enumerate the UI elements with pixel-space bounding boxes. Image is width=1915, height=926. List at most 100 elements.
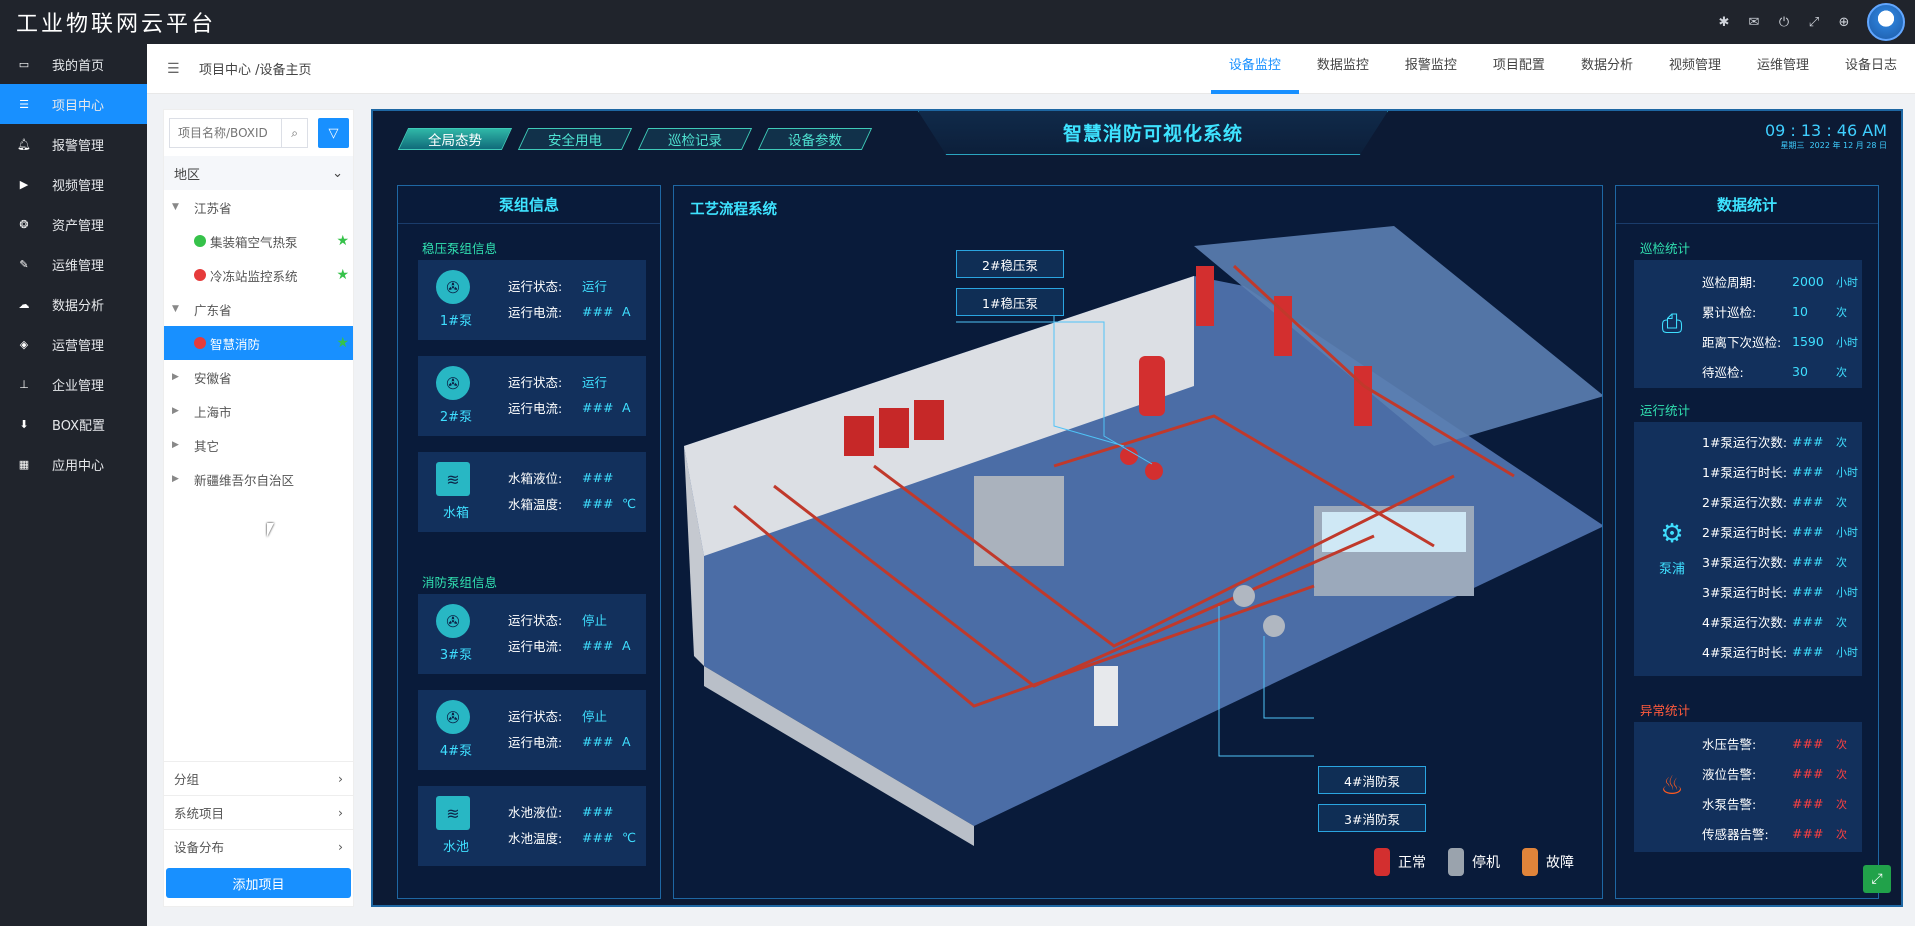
tab-video[interactable]: 视频管理	[1668, 58, 1721, 73]
pump-card-1[interactable]: ✇ 1#泵 运行状态:运行 运行电流:###A	[418, 260, 646, 340]
bug-icon[interactable]: ✱	[1718, 14, 1730, 30]
caret-down-icon: ▼	[172, 304, 179, 314]
tree-leaf-smart-fire[interactable]: 智慧消防 ★	[164, 326, 353, 360]
pump-card-2[interactable]: ✇ 2#泵 运行状态:运行 运行电流:###A	[418, 356, 646, 436]
accordion-system-project[interactable]: 系统项目›	[164, 795, 353, 829]
cloud-icon: ☁	[18, 297, 30, 311]
power-icon[interactable]: ⏻	[1778, 14, 1790, 30]
pump-icon: ✇	[436, 366, 470, 400]
clock-time: 09 : 13 : 46 AM	[1764, 121, 1887, 140]
tree-node-shanghai[interactable]: ▶上海市	[172, 404, 232, 420]
tab-project-config[interactable]: 项目配置	[1492, 58, 1545, 73]
label-fire-pump-3[interactable]: 3#消防泵	[1318, 804, 1426, 832]
tree-node-jiangsu[interactable]: ▼江苏省	[172, 200, 232, 216]
sidebar-item-analysis[interactable]: ☁数据分析	[0, 284, 147, 324]
sidebar-item-operations[interactable]: ◈运营管理	[0, 324, 147, 364]
tab-data-monitor[interactable]: 数据监控	[1316, 58, 1369, 73]
run-stats-name: 泵浦	[1658, 562, 1685, 577]
sidebar-item-maintenance[interactable]: ✎运维管理	[0, 244, 147, 284]
nav-device-params-button[interactable]: 设备参数	[757, 128, 873, 150]
sidebar-item-projects[interactable]: ☰项目中心	[0, 84, 147, 124]
stabilizer-pump	[1145, 462, 1163, 480]
mail-icon[interactable]: ✉	[1748, 14, 1760, 30]
pump-card-4[interactable]: ✇ 4#泵 运行状态:停止 运行电流:###A	[418, 690, 646, 770]
star-icon[interactable]: ★	[336, 267, 349, 283]
control-box	[1094, 666, 1118, 726]
search-icon[interactable]: ⌕	[281, 118, 309, 148]
asset-icon: ❂	[19, 217, 29, 231]
pipe	[1053, 414, 1435, 548]
nav-electric-safety-button[interactable]: 安全用电	[517, 128, 633, 150]
fire-hydrant	[1196, 266, 1214, 326]
control-cabinet	[914, 400, 944, 440]
avatar[interactable]	[1867, 3, 1905, 41]
tree-leaf-chiller[interactable]: 冷冻站监控系统 ★	[164, 258, 353, 292]
sidebar-item-apps[interactable]: ▦应用中心	[0, 444, 147, 484]
accordion-group[interactable]: 分组›	[164, 761, 353, 795]
status-alarm-icon	[194, 337, 206, 349]
tree-node-xinjiang[interactable]: ▶新疆维吾尔自治区	[172, 472, 295, 488]
filter-icon[interactable]: ▽	[318, 118, 349, 148]
pump-normal-icon	[1374, 848, 1390, 876]
process-flow-panel: 工艺流程系统	[673, 185, 1603, 899]
tab-alarm-monitor[interactable]: 报警监控	[1404, 58, 1457, 73]
add-project-button[interactable]: 添加项目	[166, 868, 351, 898]
label-stabilizer-pump-1[interactable]: 1#稳压泵	[956, 288, 1064, 316]
tree-node-other[interactable]: ▶其它	[172, 438, 220, 454]
sidebar-item-enterprise[interactable]: ⊥企业管理	[0, 364, 147, 404]
control-cabinet	[844, 416, 874, 456]
tab-maintenance[interactable]: 运维管理	[1756, 58, 1809, 73]
star-icon[interactable]: ★	[336, 233, 349, 249]
pump-icon: ✇	[436, 700, 470, 734]
fire-pump-group-title: 消防泵组信息	[422, 575, 498, 590]
globe-icon[interactable]: ⊕	[1838, 14, 1850, 30]
star-icon[interactable]: ★	[336, 335, 349, 351]
sidebar-item-video[interactable]: ▶视频管理	[0, 164, 147, 204]
stabilizer-pump	[1120, 447, 1138, 465]
nav-inspection-button[interactable]: 巡检记录	[637, 128, 753, 150]
fire-hydrant	[1354, 366, 1372, 426]
list-icon: ☰	[19, 97, 29, 111]
pump-stopped-icon	[1448, 848, 1464, 876]
nav-overview-button[interactable]: 全局态势	[397, 128, 513, 150]
tree-leaf-heat-pump[interactable]: 集装箱空气热泵 ★	[164, 224, 353, 258]
water-tank-card[interactable]: ≋ 水箱 水箱液位:### 水箱温度:###℃	[418, 452, 646, 532]
tree-node-anhui[interactable]: ▶安徽省	[172, 370, 232, 386]
tab-device-log[interactable]: 设备日志	[1844, 58, 1897, 73]
label-stabilizer-pump-2[interactable]: 2#稳压泵	[956, 250, 1064, 278]
bell-icon: 🔔︎	[17, 137, 31, 151]
project-tree-panel: ⌕ ▽ 地区⌄ ▼江苏省 集装箱空气热泵 ★ 冷冻站监控系统 ★ ▼广东省 智慧…	[163, 109, 354, 907]
region-header[interactable]: 地区⌄	[164, 156, 353, 190]
water-pool-icon: ≋	[436, 796, 470, 830]
process-flow-diagram	[684, 226, 1602, 846]
pipe	[1232, 264, 1515, 478]
tab-bar: 设备监控 数据监控 报警监控 项目配置 数据分析 视频管理 运维管理 设备日志	[1210, 44, 1915, 94]
inspection-icon: ⎙	[1661, 308, 1683, 339]
sidebar-item-home[interactable]: ▭我的首页	[0, 44, 147, 84]
water-pool-card[interactable]: ≋ 水池 水池液位:### 水池温度:###℃	[418, 786, 646, 866]
pump-icon: ✇	[436, 270, 470, 304]
label-fire-pump-4[interactable]: 4#消防泵	[1318, 766, 1426, 794]
accordion-device-distribution[interactable]: 设备分布›	[164, 829, 353, 863]
pump-card-3[interactable]: ✇ 3#泵 运行状态:停止 运行电流:###A	[418, 594, 646, 674]
pipe	[773, 484, 1375, 688]
water-tank-icon: ≋	[436, 462, 470, 496]
tab-data-analysis[interactable]: 数据分析	[1580, 58, 1633, 73]
alarm-stats-title: 异常统计	[1640, 703, 1691, 718]
caret-right-icon: ▶	[172, 474, 179, 484]
fullscreen-icon[interactable]: ⤢	[1808, 14, 1820, 30]
sidebar-item-box[interactable]: ⬇BOX配置	[0, 404, 147, 444]
run-stats-title: 运行统计	[1640, 403, 1691, 418]
clock: 09 : 13 : 46 AM 星期三 2022 年 12 月 28 日	[1764, 121, 1887, 150]
grid-icon: ▦	[18, 457, 30, 471]
tree-node-guangdong[interactable]: ▼广东省	[172, 302, 232, 318]
search-input[interactable]	[169, 118, 281, 148]
floor-edge	[704, 666, 974, 846]
top-icons: ✱ ✉ ⏻ ⤢ ⊕	[1717, 3, 1915, 41]
tab-device-monitor[interactable]: 设备监控	[1210, 44, 1299, 94]
expand-icon[interactable]: ⤢	[1863, 865, 1891, 893]
menu-fold-icon[interactable]: ☰	[167, 60, 180, 77]
sidebar-item-assets[interactable]: ❂资产管理	[0, 204, 147, 244]
sidebar-item-alarms[interactable]: 🔔︎报警管理	[17, 137, 105, 154]
